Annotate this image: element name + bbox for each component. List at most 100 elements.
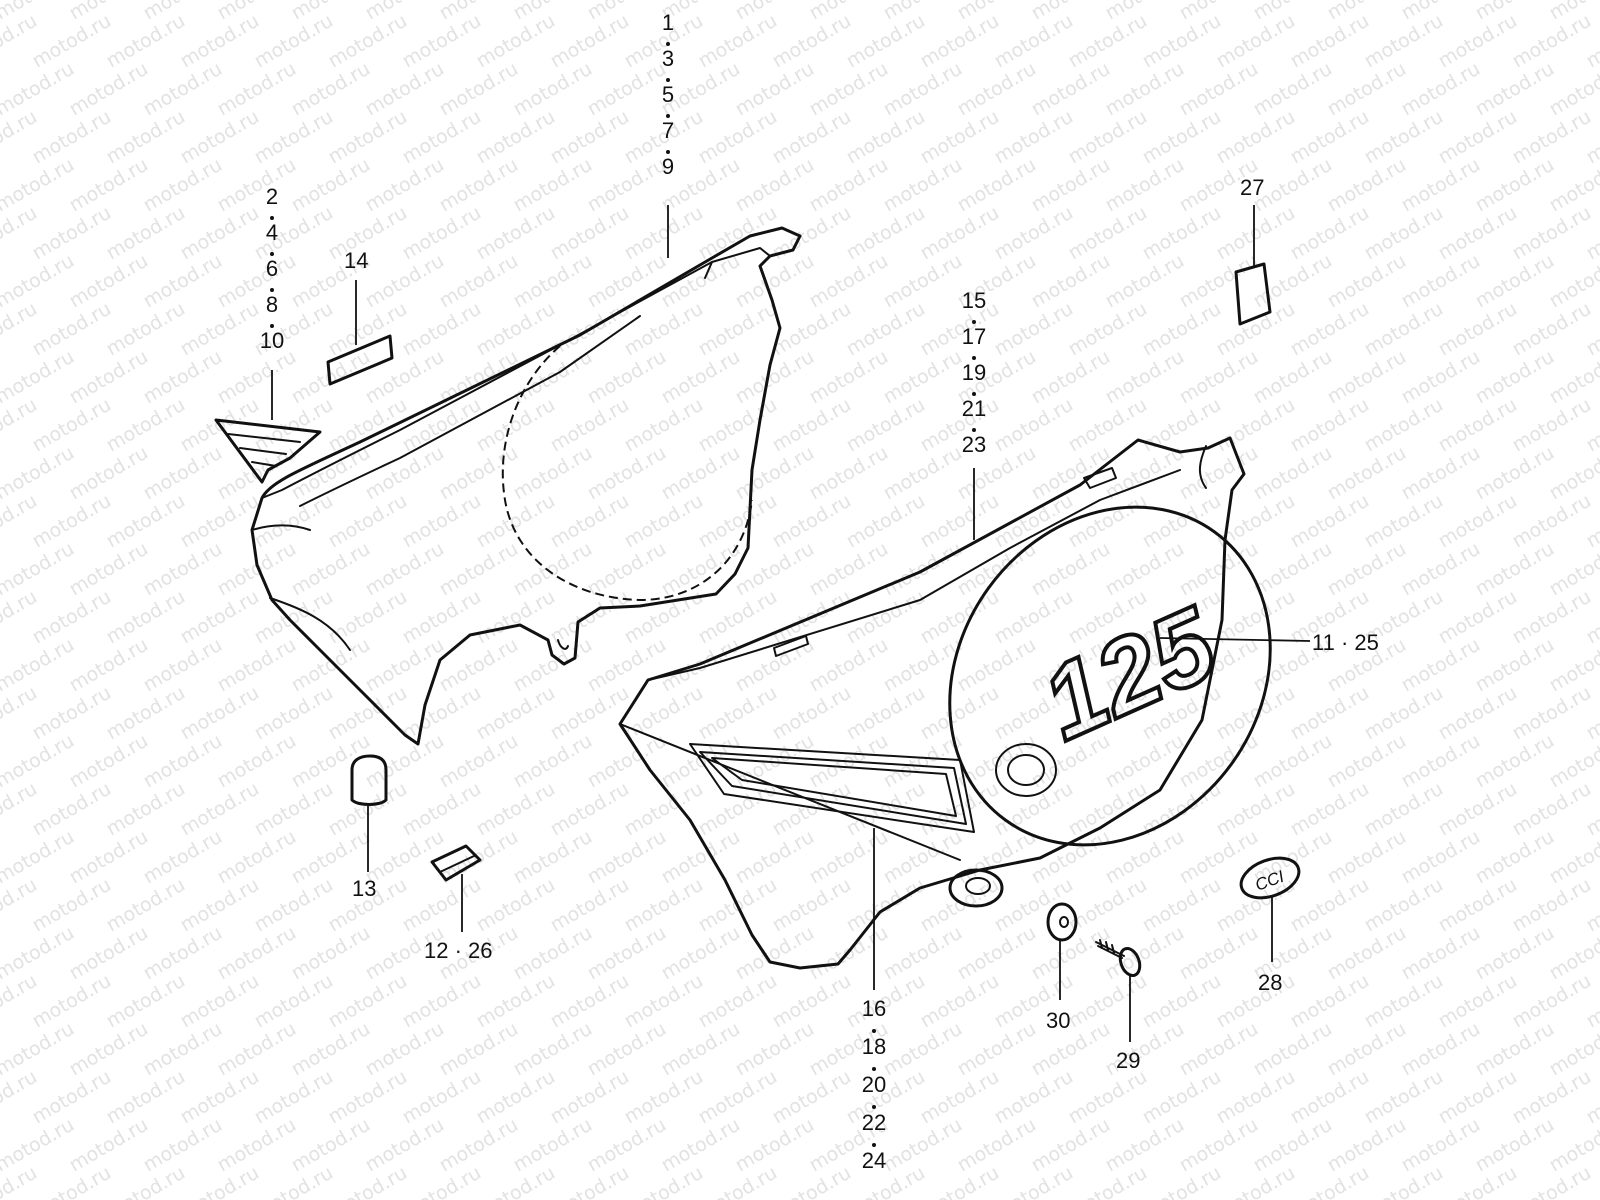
watermark-text: motod.ru bbox=[362, 1114, 448, 1177]
watermark-text: motod.ru bbox=[954, 154, 1040, 217]
watermark-text: motod.ru bbox=[1028, 538, 1114, 601]
leader-lines bbox=[271, 205, 1311, 1042]
washer-30 bbox=[1046, 902, 1078, 942]
right-cover-mount-tab bbox=[948, 868, 1004, 908]
watermark-text: motod.ru bbox=[436, 154, 522, 217]
callout-screw-29: 29 bbox=[1116, 1048, 1140, 1073]
callout-left_cover_side-10: 10 bbox=[260, 328, 284, 353]
watermark-text: motod.ru bbox=[473, 970, 559, 1033]
watermark-text: motod.ru bbox=[399, 106, 485, 169]
watermark-text: motod.ru bbox=[1287, 202, 1373, 265]
watermark-text: motod.ru bbox=[103, 1066, 189, 1129]
watermark-text: motod.ru bbox=[177, 682, 263, 745]
watermark-text: motod.ru bbox=[288, 730, 374, 793]
watermark-text: motod.ru bbox=[1250, 250, 1336, 313]
watermark-text: motod.ru bbox=[732, 922, 818, 985]
watermark-text: motod.ru bbox=[769, 874, 855, 937]
watermark-text: motod.ru bbox=[621, 682, 707, 745]
watermark-text: motod.ru bbox=[288, 1114, 374, 1177]
watermark-text: motod.ru bbox=[103, 874, 189, 937]
left-frame-cover bbox=[250, 226, 802, 746]
watermark-text: motod.ru bbox=[436, 538, 522, 601]
watermark-text: motod.ru bbox=[399, 682, 485, 745]
watermark-text: motod.ru bbox=[325, 298, 411, 361]
watermark-text: motod.ru bbox=[917, 490, 1003, 553]
watermark-text: motod.ru bbox=[1472, 1114, 1558, 1177]
watermark-text: motod.ru bbox=[177, 106, 263, 169]
watermark-text: motod.ru bbox=[621, 202, 707, 265]
watermark-text: motod.ru bbox=[1176, 826, 1262, 889]
watermark-text: motod.ru bbox=[29, 394, 115, 457]
watermark-text: motod.ru bbox=[658, 538, 744, 601]
watermark-text: motod.ru bbox=[1028, 1018, 1114, 1081]
watermark-text: motod.ru bbox=[584, 346, 670, 409]
watermark-text: motod.ru bbox=[880, 58, 966, 121]
watermark-text: motod.ru bbox=[1287, 394, 1373, 457]
watermark-text: motod.ru bbox=[769, 394, 855, 457]
watermark-text: motod.ru bbox=[29, 874, 115, 937]
watermark-text: motod.ru bbox=[695, 682, 781, 745]
watermark-text: motod.ru bbox=[325, 586, 411, 649]
watermark-text: motod.ru bbox=[1065, 1066, 1151, 1129]
callout-left_cover_top-3: 3 bbox=[662, 46, 674, 71]
watermark-text: motod.ru bbox=[1028, 58, 1114, 121]
watermark-text: motod.ru bbox=[806, 442, 892, 505]
watermark-text: motod.ru bbox=[843, 682, 929, 745]
watermark-text: motod.ru bbox=[1361, 202, 1447, 265]
watermark-text: motod.ru bbox=[843, 394, 929, 457]
watermark-text: motod.ru bbox=[732, 154, 818, 217]
watermark-text: motod.ru bbox=[584, 922, 670, 985]
watermark-text: motod.ru bbox=[1176, 922, 1262, 985]
watermark-text: motod.ru bbox=[1435, 970, 1521, 1033]
watermark-text: motod.ru bbox=[991, 394, 1077, 457]
watermark-text: motod.ru bbox=[362, 538, 448, 601]
watermark-text: motod.ru bbox=[1509, 10, 1595, 73]
watermark-text: motod.ru bbox=[325, 10, 411, 73]
watermark-text: motod.ru bbox=[251, 106, 337, 169]
watermark-text: motod.ru bbox=[1287, 970, 1373, 1033]
watermark-text: motod.ru bbox=[1102, 1018, 1188, 1081]
callout-badge-125: 11 · 25 bbox=[1312, 630, 1379, 655]
watermark-text: motod.ru bbox=[1213, 778, 1299, 841]
watermark-text: motod.ru bbox=[1435, 106, 1521, 169]
watermark-text: motod.ru bbox=[1250, 538, 1336, 601]
watermark-text: motod.ru bbox=[1509, 874, 1595, 937]
watermark-text: motod.ru bbox=[1398, 634, 1484, 697]
watermark-text: motod.ru bbox=[510, 154, 596, 217]
watermark-text: motod.ru bbox=[1065, 298, 1151, 361]
watermark-text: motod.ru bbox=[695, 1066, 781, 1129]
callout-left_cover_top-7: 7 bbox=[662, 118, 674, 143]
watermark-text: motod.ru bbox=[732, 250, 818, 313]
callout-separator-dot bbox=[270, 216, 274, 220]
watermark-text: motod.ru bbox=[1176, 730, 1262, 793]
watermark-text: motod.ru bbox=[103, 394, 189, 457]
callout-separator-dot bbox=[972, 428, 976, 432]
watermark-text: motod.ru bbox=[1509, 490, 1595, 553]
watermark-text: motod.ru bbox=[695, 298, 781, 361]
callout-washer-30: 30 bbox=[1046, 1008, 1070, 1033]
watermark-text: motod.ru bbox=[103, 490, 189, 553]
watermark-text: motod.ru bbox=[1324, 346, 1410, 409]
callout-right_cover_top-17: 17 bbox=[962, 324, 986, 349]
watermark-text: motod.ru bbox=[1324, 1114, 1410, 1177]
watermark-text: motod.ru bbox=[288, 1018, 374, 1081]
rubber-cushion-13 bbox=[350, 754, 388, 806]
callout-left_cover_side-8: 8 bbox=[266, 292, 278, 317]
watermark-text: motod.ru bbox=[251, 202, 337, 265]
watermark-text: motod.ru bbox=[658, 1114, 744, 1177]
watermark-text: motod.ru bbox=[1509, 298, 1595, 361]
callout-right_cover_top-15: 15 bbox=[962, 288, 986, 313]
callout-separator-dot bbox=[972, 356, 976, 360]
watermark-text: motod.ru bbox=[1287, 778, 1373, 841]
watermark-text: motod.ru bbox=[1398, 58, 1484, 121]
watermark-text: motod.ru bbox=[1398, 730, 1484, 793]
watermark-text: motod.ru bbox=[547, 874, 633, 937]
watermark-text: motod.ru bbox=[695, 10, 781, 73]
watermark-text: motod.ru bbox=[1102, 826, 1188, 889]
watermark-text: motod.ru bbox=[954, 58, 1040, 121]
watermark-text: motod.ru bbox=[1472, 250, 1558, 313]
watermark-text: motod.ru bbox=[29, 298, 115, 361]
watermark-text: motod.ru bbox=[1176, 1114, 1262, 1177]
